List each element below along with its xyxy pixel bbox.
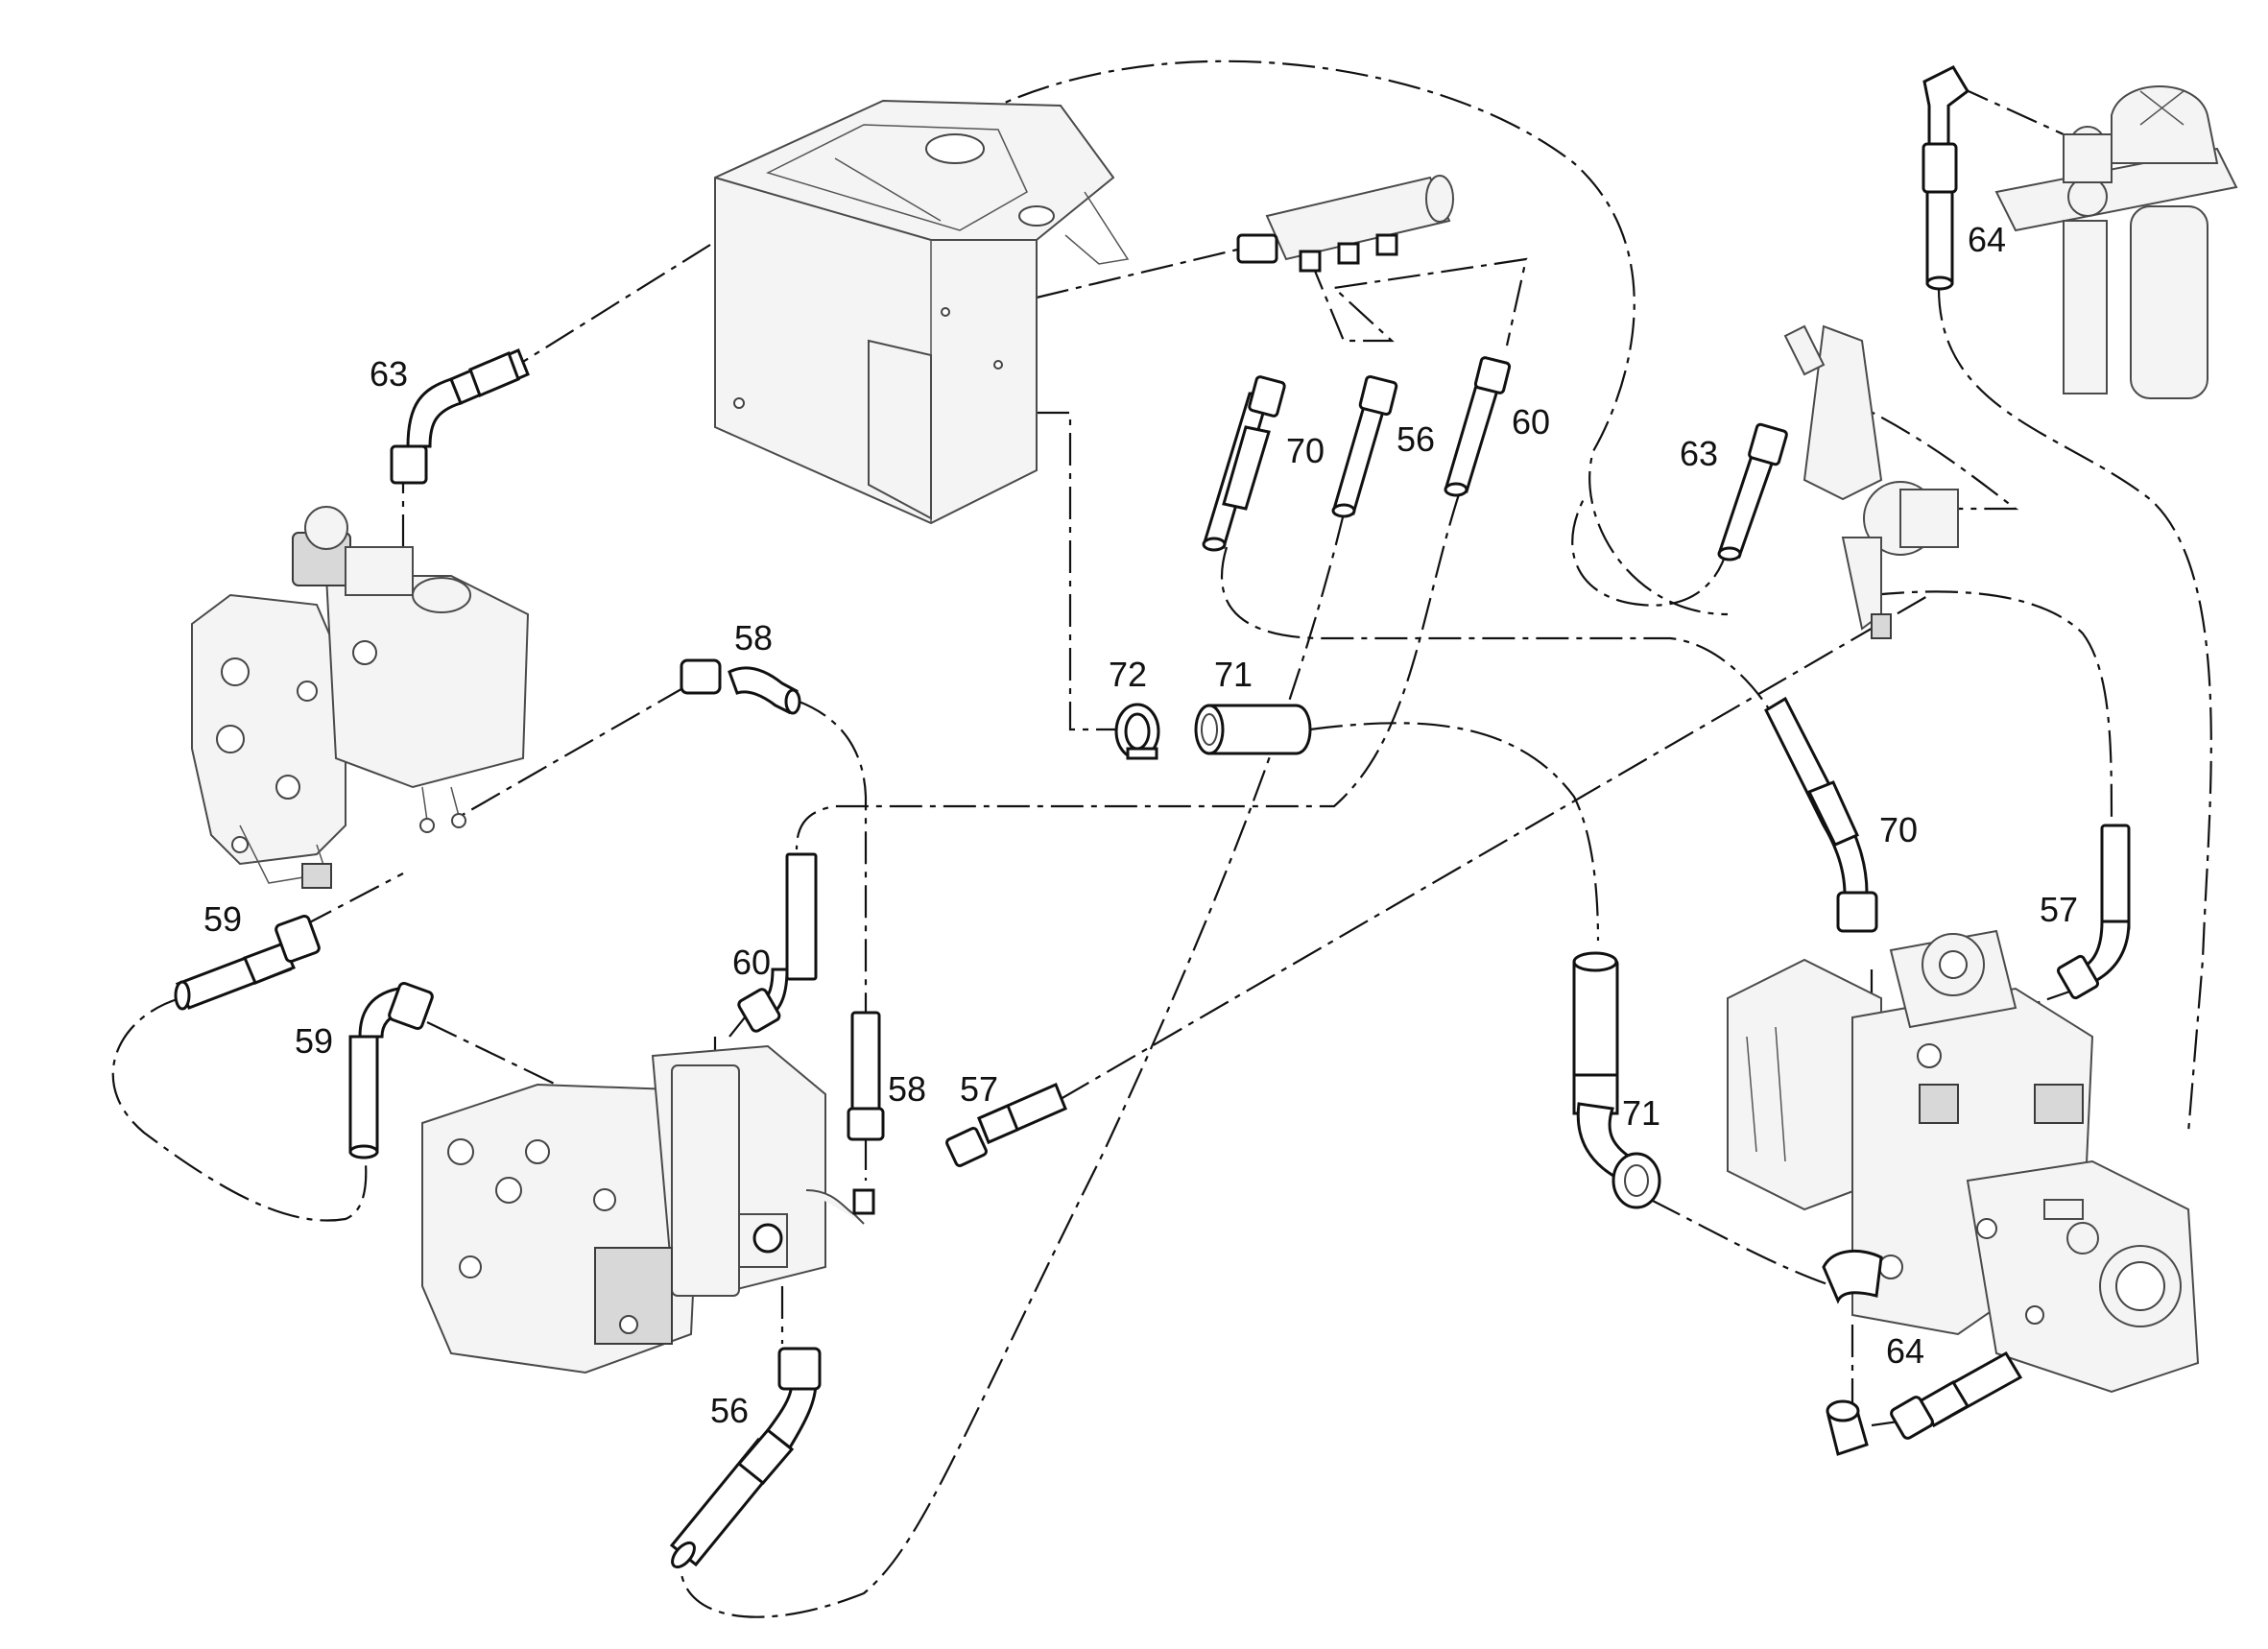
callout-58-bottom: 58 xyxy=(888,1069,926,1109)
route-filter-to-hose57b xyxy=(1871,590,2113,826)
route-tank-loop xyxy=(968,60,1729,616)
hose-64-bottom xyxy=(1890,1350,2023,1440)
route-hose58a-to-motor xyxy=(460,685,687,817)
clamp-72 xyxy=(1114,703,1160,760)
callout-59-bottom: 59 xyxy=(295,1021,333,1061)
hose-63-right xyxy=(1717,422,1788,562)
callout-63-right: 63 xyxy=(1680,434,1718,473)
route-hose64a-to-pump xyxy=(1937,287,2212,1134)
route-tank-to-clamp72 xyxy=(1037,411,1118,731)
elbow-fitting-64 xyxy=(1826,1399,1869,1456)
hydraulic-tank xyxy=(714,99,1130,525)
hose-71-coupling xyxy=(1194,704,1312,755)
variable-displacement-pump xyxy=(1727,929,2200,1394)
route-manifold-zigzag xyxy=(1308,257,1528,347)
route-tank-to-manifold xyxy=(1036,243,1258,299)
hose-64-top xyxy=(1922,65,1970,291)
route-hose70a-to-hose70b xyxy=(1220,546,1777,721)
hose-58-bottom xyxy=(847,1011,885,1141)
route-hose59a-to-motor xyxy=(301,872,404,927)
callout-70-top: 70 xyxy=(1286,431,1325,470)
callout-72: 72 xyxy=(1109,655,1147,694)
hydraulic-motor-bottom-left xyxy=(421,1044,875,1374)
hose-59-bottom xyxy=(348,981,434,1159)
hose-71-bottom xyxy=(1572,951,1661,1209)
callout-64-top: 64 xyxy=(1968,220,2006,259)
callout-63-left: 63 xyxy=(370,354,408,394)
route-fitting-to-filter xyxy=(1957,84,2065,136)
callout-64-bottom: 64 xyxy=(1886,1331,1924,1371)
return-manifold xyxy=(1236,175,1454,273)
callout-56-top: 56 xyxy=(1397,419,1435,459)
callout-60-bottom: 60 xyxy=(732,943,771,982)
route-hose59b-to-motor xyxy=(426,1021,567,1090)
callout-56-bottom: 56 xyxy=(710,1391,749,1430)
callout-57-right: 57 xyxy=(2040,890,2078,929)
routing-lines xyxy=(111,60,2212,1618)
hose-59-top xyxy=(174,914,321,1011)
route-tank-to-hose63a xyxy=(517,244,711,366)
hose-57-bottom xyxy=(945,1083,1067,1167)
hose-60-bottom xyxy=(737,852,818,1033)
route-hose71a-to-hose71b xyxy=(1309,722,1600,942)
return-filter xyxy=(1994,85,2238,399)
hydraulic-motor-top-left xyxy=(191,506,530,889)
callout-70-bottom: 70 xyxy=(1879,810,1918,849)
callout-71-bottom: 71 xyxy=(1622,1093,1660,1133)
callout-labels: 63 70 56 60 63 64 58 72 71 70 59 60 57 5… xyxy=(203,220,2078,1430)
hose-63-left xyxy=(390,348,530,485)
hose-58-top xyxy=(680,658,801,715)
callout-59-top: 59 xyxy=(203,899,242,939)
route-hose60a-to-hose60b xyxy=(795,493,1461,850)
route-hose57-to-pump xyxy=(1060,594,1930,1100)
route-hose58a-to-hose58b xyxy=(796,699,868,1013)
hose-70-top xyxy=(1202,375,1286,552)
callout-71-top: 71 xyxy=(1214,655,1253,694)
hose-70-bottom xyxy=(1764,696,1878,933)
hose-56-top xyxy=(1331,374,1398,518)
route-hose71b-to-pump xyxy=(1650,1199,1834,1288)
hose-56-bottom xyxy=(669,1347,822,1569)
callout-58-top: 58 xyxy=(734,618,773,657)
hose-60-top xyxy=(1444,356,1512,497)
route-valve-to-filter xyxy=(1832,392,2019,511)
valve-block xyxy=(1783,324,1959,639)
route-hose59a-loop xyxy=(111,996,368,1222)
callout-57-bottom: 57 xyxy=(960,1069,998,1109)
elbow-fitting-pump-left xyxy=(1822,1249,1883,1304)
hose-57-right xyxy=(2056,824,2131,1000)
route-hose63b-loop xyxy=(1571,498,1730,607)
callout-60-top: 60 xyxy=(1512,402,1550,442)
